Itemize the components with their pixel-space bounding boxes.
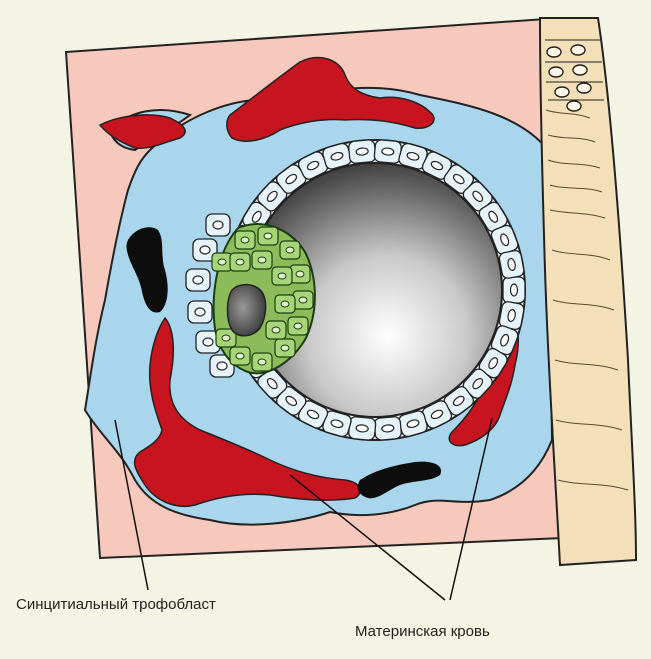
label-syncytiotrophoblast: Синцитиальный трофобласт bbox=[16, 596, 216, 613]
epithelial-cell-icon bbox=[547, 47, 561, 57]
epithelial-cell-icon bbox=[567, 101, 581, 111]
trophoblast-cell bbox=[348, 416, 376, 440]
embryo-cell-icon bbox=[252, 251, 272, 269]
epithelial-cell-icon bbox=[577, 83, 591, 93]
epithelial-cell-icon bbox=[555, 87, 569, 97]
embryo-cell-icon bbox=[266, 321, 286, 339]
embryo-cell-icon bbox=[230, 253, 250, 271]
embryo-cell-icon bbox=[212, 253, 232, 271]
embryo-cell-icon bbox=[290, 265, 310, 283]
uterine-wall bbox=[540, 18, 636, 565]
embryo-cell-icon bbox=[230, 347, 250, 365]
trophoblast-cell bbox=[206, 214, 230, 236]
trophoblast-cell bbox=[348, 139, 376, 163]
embryo-cell-icon bbox=[258, 227, 278, 245]
trophoblast-cell bbox=[498, 250, 524, 280]
trophoblast-cell bbox=[503, 277, 525, 303]
trophoblast-cell bbox=[374, 139, 402, 163]
embryo-cell-icon bbox=[275, 295, 295, 313]
epithelial-cell-icon bbox=[571, 45, 585, 55]
trophoblast-cell bbox=[188, 301, 212, 323]
embryo-cell-icon bbox=[235, 231, 255, 249]
amniotic-cavity bbox=[228, 285, 266, 336]
epithelial-cell-icon bbox=[549, 67, 563, 77]
embryo-cell-icon bbox=[275, 339, 295, 357]
trophoblast-cell bbox=[186, 269, 210, 291]
embryo-cell-icon bbox=[252, 353, 272, 371]
embryo-cell-icon bbox=[280, 241, 300, 259]
label-maternal-blood: Материнская кровь bbox=[355, 623, 490, 640]
embryo-cell-icon bbox=[293, 291, 313, 309]
embryo-cell-icon bbox=[272, 267, 292, 285]
embryo-cell-icon bbox=[288, 317, 308, 335]
epithelial-cell-icon bbox=[573, 65, 587, 75]
trophoblast-cell bbox=[374, 416, 402, 440]
